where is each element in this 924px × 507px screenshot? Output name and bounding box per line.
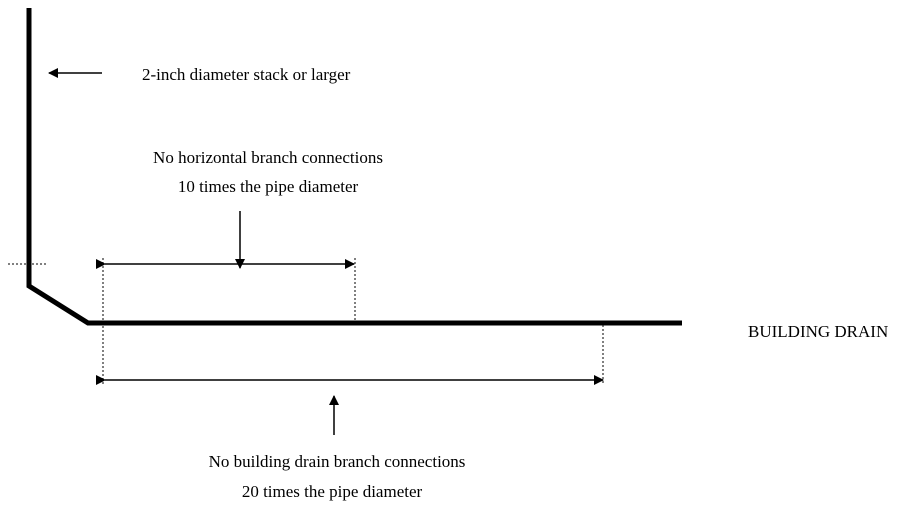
stack-label: 2-inch diameter stack or larger — [142, 65, 351, 84]
horizontal-branch-label-line1: No horizontal branch connections — [153, 148, 383, 167]
building-drain-label: BUILDING DRAIN — [748, 322, 888, 341]
horizontal-branch-label-line2: 10 times the pipe diameter — [178, 177, 359, 196]
drain-branch-label-line1: No building drain branch connections — [209, 452, 466, 471]
stack-and-drain-pipe — [26, 8, 682, 326]
drain-branch-label-line2: 20 times the pipe diameter — [242, 482, 423, 501]
